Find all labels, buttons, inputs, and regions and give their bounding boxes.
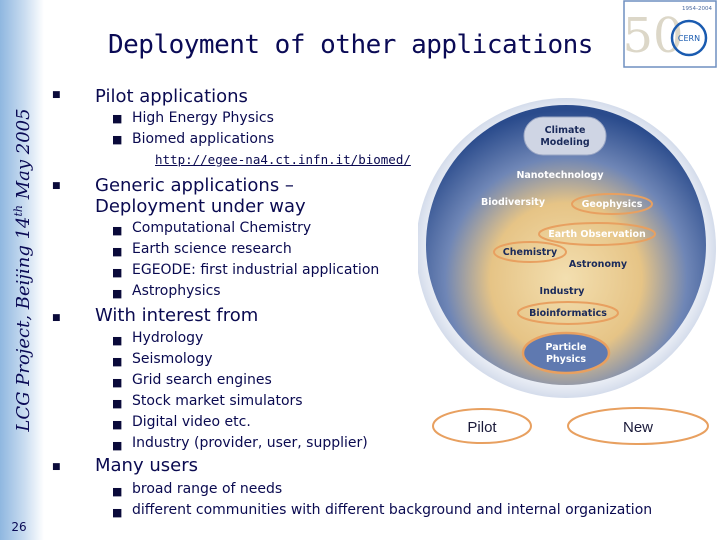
climate-capsule <box>523 116 607 156</box>
legend-pilot-label: Pilot <box>467 419 497 436</box>
list-item: High Energy Physics <box>132 110 274 126</box>
list-item: Digital video etc. <box>132 414 251 430</box>
label-industry: Industry <box>540 286 586 297</box>
applications-dome-diagram: Climate Modeling Nanotechnology Biodiver… <box>418 98 716 398</box>
list-item: Industry (provider, user, supplier) <box>132 435 368 451</box>
bullet-marker-icon: ■ <box>112 266 123 279</box>
label-earth-observation: Earth Observation <box>548 229 646 240</box>
geophysics-ring <box>571 193 653 215</box>
logo-numeral: 50 <box>623 8 684 64</box>
section-heading: With interest from <box>95 305 259 326</box>
bullet-marker-icon: ■ <box>112 485 123 498</box>
legend: Pilot New <box>432 407 709 445</box>
bullet-marker-icon: ■ <box>112 355 123 368</box>
bullet-marker-icon: ■ <box>112 287 123 300</box>
bullet-marker-icon: ■ <box>112 418 123 431</box>
list-item: Grid search engines <box>132 372 272 388</box>
label-particle-1: Particle <box>546 342 587 353</box>
label-nanotech: Nanotechnology <box>516 170 604 181</box>
bullet-marker-icon: ■ <box>112 245 123 258</box>
dome <box>426 105 706 385</box>
bullet-marker-icon: ■ <box>52 313 61 323</box>
list-item: Computational Chemistry <box>132 220 312 236</box>
label-biodiversity: Biodiversity <box>481 197 546 208</box>
legend-new-ring <box>567 407 709 445</box>
biomed-link[interactable]: http://egee-na4.ct.infn.it/biomed/ <box>155 152 411 167</box>
list-item: Astrophysics <box>132 283 221 299</box>
logo-brand: CERN <box>678 34 700 43</box>
side-band <box>0 0 44 540</box>
bullet-marker-icon: ■ <box>52 462 61 472</box>
bullet-marker-icon: ■ <box>112 506 123 519</box>
bullet-marker-icon: ■ <box>112 397 123 410</box>
cern-50-logo: 1954-2004 50 CERN <box>623 0 717 68</box>
bullet-marker-icon: ■ <box>112 112 123 125</box>
list-item: different communities with different bac… <box>132 502 653 518</box>
bullet-marker-icon: ■ <box>112 376 123 389</box>
list-item: broad range of needs <box>132 481 283 497</box>
list-item: Biomed applications <box>132 131 275 147</box>
label-particle-2: Physics <box>546 354 586 365</box>
label-geophysics: Geophysics <box>582 199 643 210</box>
logo-years: 1954-2004 <box>682 6 712 12</box>
bullet-marker-icon: ■ <box>112 439 123 452</box>
chemistry-ring <box>493 241 567 263</box>
list-item: EGEODE: first industrial application <box>132 262 380 278</box>
slide-title: Deployment of other applications <box>108 30 593 60</box>
label-climate-2: Modeling <box>540 137 589 148</box>
section-heading: Generic applications –Deployment under w… <box>95 175 306 217</box>
bullet-marker-icon: ■ <box>112 334 123 347</box>
bullet-marker-icon: ■ <box>52 90 61 100</box>
label-chemistry: Chemistry <box>503 247 558 258</box>
bullet-marker-icon: ■ <box>112 133 123 146</box>
bullet-marker-icon: ■ <box>112 224 123 237</box>
bullet-marker-icon: ■ <box>52 181 61 191</box>
label-astronomy: Astronomy <box>569 259 628 270</box>
legend-new-label: New <box>623 419 653 436</box>
list-item: Earth science research <box>132 241 292 257</box>
section-heading: Pilot applications <box>95 86 248 107</box>
section-heading: Many users <box>95 455 198 476</box>
label-bioinformatics: Bioinformatics <box>529 308 607 319</box>
list-item: Stock market simulators <box>132 393 303 409</box>
bioinformatics-ring <box>517 301 619 325</box>
page-number: 26 <box>11 520 27 534</box>
particle-physics-ring <box>521 331 611 375</box>
legend-pilot-ring <box>432 408 532 444</box>
label-climate-1: Climate <box>545 125 586 136</box>
list-item: Hydrology <box>132 330 204 346</box>
earth-observation-ring <box>538 222 656 246</box>
list-item: Seismology <box>132 351 213 367</box>
